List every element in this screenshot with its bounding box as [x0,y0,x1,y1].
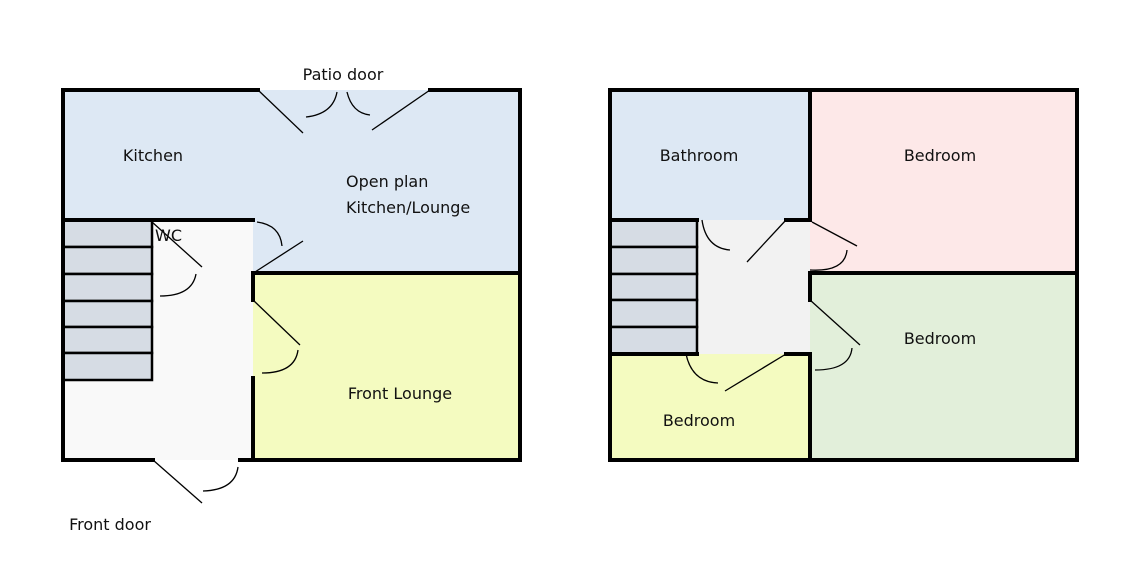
bedroom-small [610,354,810,460]
open-plan-kitchen-lounge [63,90,520,273]
kitchen-hall-door[interactable] [254,221,304,273]
kitchen-label: Kitchen [123,146,183,165]
bedroom-front-large-label: Bedroom [904,329,976,348]
kitchen-lounge-label: Kitchen/Lounge [346,198,470,217]
bedroom-front-large [810,273,1077,460]
bedroom-rear-label: Bedroom [904,146,976,165]
patio-door-label: Patio door [303,65,384,84]
ground-floor-plan: Patio door Kitchen Open plan Kitchen/Lou… [61,65,522,534]
front-lounge-door[interactable] [252,299,301,374]
bedroom-rear-door[interactable] [809,221,858,271]
bedroom-front-large-door[interactable] [809,299,861,371]
front-lounge [253,273,520,460]
patio-door[interactable] [257,89,431,134]
ground-walls [61,88,522,462]
front-door[interactable] [152,459,239,504]
wc-label: WC [155,226,182,245]
staircase-ground [61,218,154,382]
staircase-first [608,218,699,356]
wc-door[interactable] [151,221,203,297]
front-lounge-label: Front Lounge [348,384,452,403]
landing [697,220,810,354]
bathroom-door[interactable] [701,219,787,263]
first-floor-plan: Bathroom Bedroom Bedroom Bedroom [608,88,1079,462]
bedroom-small-label: Bedroom [663,411,735,430]
bathroom-label: Bathroom [660,146,739,165]
front-door-label: Front door [69,515,151,534]
bedroom-small-door[interactable] [685,353,787,392]
bedroom-rear [810,90,1077,273]
bathroom [610,90,810,220]
open-plan-label: Open plan [346,172,428,191]
first-walls [608,88,1079,462]
